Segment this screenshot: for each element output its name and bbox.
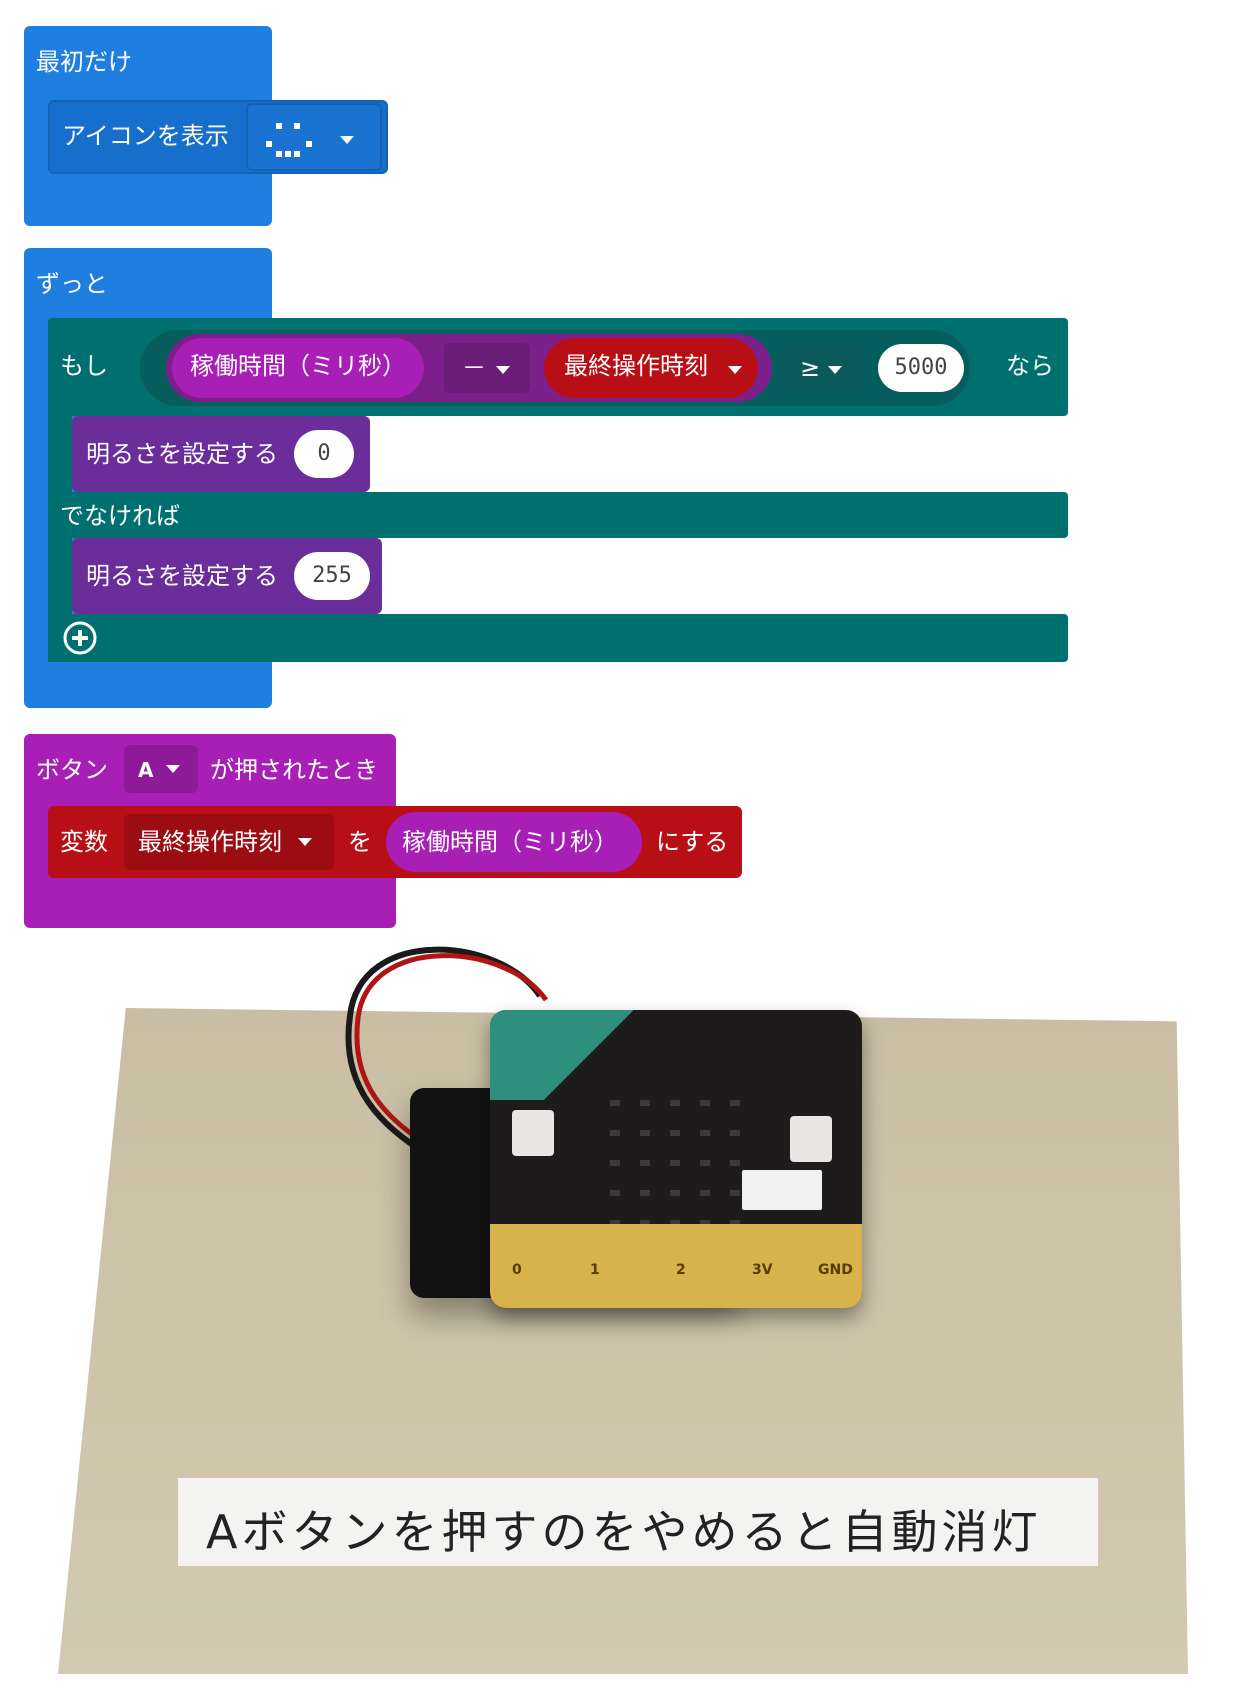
chevron-down-icon bbox=[298, 838, 312, 846]
threshold-input[interactable]: 5000 bbox=[878, 344, 964, 392]
last-operation-label: 最終操作時刻 bbox=[564, 352, 708, 380]
pin-label-2: 2 bbox=[676, 1262, 686, 1278]
button-prefix-label: ボタン bbox=[36, 756, 108, 784]
compare-dropdown[interactable] bbox=[786, 343, 862, 393]
else-label: でなければ bbox=[60, 502, 180, 530]
led-matrix bbox=[610, 1100, 740, 1226]
chevron-down-icon bbox=[496, 366, 510, 374]
operator-label: － bbox=[462, 354, 486, 382]
button-suffix-label: が押されたとき bbox=[210, 756, 378, 784]
board-teal-corner bbox=[490, 1010, 640, 1100]
set-variable-to-label: を bbox=[348, 828, 372, 856]
button-dropdown[interactable] bbox=[124, 745, 198, 793]
caption-strip bbox=[178, 1478, 1098, 1566]
pin-label-1: 1 bbox=[590, 1262, 600, 1278]
button-a-hardware bbox=[512, 1110, 554, 1156]
photo-caption: Aボタンを押すのをやめると自動消灯 bbox=[206, 1505, 1042, 1559]
add-circle-icon[interactable] bbox=[62, 620, 98, 656]
variable-name: 最終操作時刻 bbox=[138, 828, 282, 856]
running-time-label: 稼働時間（ミリ秒） bbox=[190, 352, 406, 380]
if-block-footer bbox=[48, 614, 1068, 662]
set-variable-label: 変数 bbox=[60, 828, 108, 856]
serial-label bbox=[742, 1170, 822, 1210]
forever-label: ずっと bbox=[36, 270, 108, 298]
brightness-input-then[interactable]: 0 bbox=[294, 430, 354, 478]
chevron-down-icon bbox=[828, 366, 842, 374]
if-label: もし bbox=[60, 352, 108, 380]
operator-dropdown[interactable] bbox=[444, 343, 530, 393]
microbit-board bbox=[490, 1010, 862, 1308]
running-time-reporter[interactable] bbox=[172, 338, 424, 398]
on-start-label: 最初だけ bbox=[36, 48, 132, 76]
button-name: A bbox=[138, 758, 154, 782]
battery-cable bbox=[345, 946, 549, 1159]
brightness-input-else[interactable]: 255 bbox=[294, 552, 370, 600]
set-brightness-label-then: 明るさを設定する bbox=[86, 440, 278, 468]
icon-picker-dropdown[interactable] bbox=[246, 103, 382, 171]
then-label: なら bbox=[1006, 352, 1054, 380]
compare-label: ≥ bbox=[800, 354, 821, 382]
pin-label-gnd: GND bbox=[818, 1262, 853, 1278]
set-brightness-label-else: 明るさを設定する bbox=[86, 562, 278, 590]
chevron-down-icon bbox=[166, 765, 180, 773]
button-b-hardware bbox=[790, 1116, 832, 1162]
edge-connector bbox=[490, 1224, 862, 1308]
chevron-down-icon bbox=[728, 366, 742, 374]
else-bar bbox=[48, 492, 1068, 538]
show-icon-label: アイコンを表示 bbox=[62, 122, 229, 150]
chevron-down-icon bbox=[340, 136, 354, 144]
pin-label-3v: 3V bbox=[752, 1262, 773, 1278]
set-variable-suffix-label: にする bbox=[656, 828, 729, 856]
pin-label-0: 0 bbox=[512, 1262, 522, 1278]
running-time-reporter-2[interactable] bbox=[386, 812, 642, 872]
last-operation-variable[interactable] bbox=[544, 338, 758, 398]
smiley-face-icon bbox=[266, 123, 312, 157]
running-time-label-2: 稼働時間（ミリ秒） bbox=[402, 828, 618, 856]
